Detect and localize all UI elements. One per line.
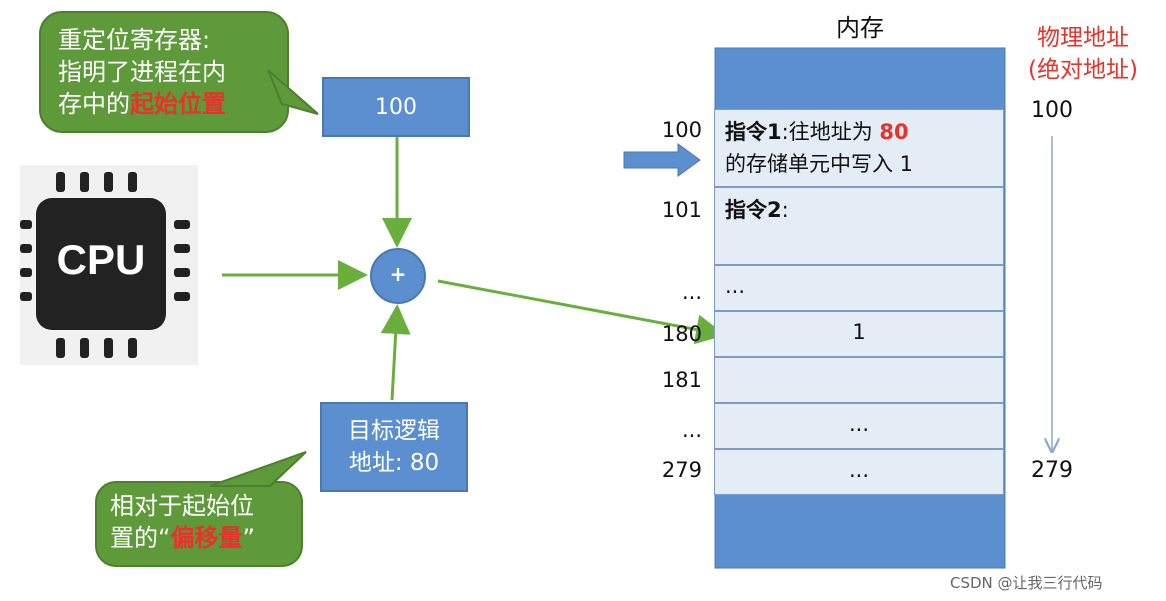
address-label-ellipsis-1: ...	[681, 280, 702, 304]
register-callout-shape	[39, 11, 319, 133]
register-callout-line3-prefix: 存中的	[58, 90, 130, 118]
memory-row-180: 1	[714, 311, 1004, 357]
memory-row-181	[714, 357, 1004, 403]
memory-row-100-highlight: 80	[879, 120, 909, 144]
offset-callout-shape	[95, 451, 307, 567]
adder-symbol: +	[389, 262, 407, 286]
register-callout-line1: 重定位寄存器:	[58, 26, 211, 54]
memory-row-101-label: 指令2	[725, 198, 782, 222]
cpu-label: CPU	[56, 236, 146, 283]
address-label-180: 180	[661, 322, 702, 346]
adder-circle	[370, 248, 426, 304]
physical-start-label: 100	[1031, 98, 1073, 123]
memory-row-100-label: 指令1	[725, 120, 782, 144]
base-register-box: 100	[322, 77, 470, 137]
logical-to-adder-arrow	[380, 304, 411, 401]
logical-address-line1: 目标逻辑	[348, 418, 440, 444]
offset-callout-line1: 相对于起始位	[110, 492, 254, 520]
logical-address-box: 目标逻辑 地址: 80	[320, 402, 468, 492]
offset-callout-line2-suffix: ”	[242, 524, 255, 552]
register-callout-line3: 存中的起始位置	[58, 88, 226, 120]
physical-address-title-line1: 物理地址	[1037, 25, 1129, 51]
register-callout: 重定位寄存器: 指明了进程在内 存中的起始位置	[58, 24, 226, 120]
offset-callout-line2-prefix: 置的“	[110, 524, 171, 552]
memory-row-279: ...	[714, 449, 1004, 495]
memory-row-ellipsis-1: ...	[714, 265, 1004, 311]
address-label-ellipsis-2: ...	[681, 418, 702, 442]
offset-callout-line2: 置的“偏移量”	[110, 522, 255, 554]
memory-row-ellipsis-2: ...	[714, 403, 1004, 449]
address-label-181: 181	[661, 368, 702, 392]
address-label-100: 100	[661, 118, 702, 142]
memory-row-100-sep: :	[781, 120, 789, 144]
cpu-chip-icon	[20, 165, 198, 365]
register-callout-highlight: 起始位置	[130, 90, 226, 118]
address-label-101: 101	[661, 198, 702, 222]
memory-row-100: 指令1:往地址为 80 的存储单元中写入 1	[714, 109, 1004, 187]
offset-callout-highlight: 偏移量	[170, 524, 243, 552]
memory-row-100-line2: 的存储单元中写入 1	[725, 152, 914, 176]
physical-address-title: 物理地址 (绝对地址)	[1008, 22, 1158, 86]
physical-address-title-line2: (绝对地址)	[1028, 57, 1138, 83]
memory-title: 内存	[836, 14, 884, 42]
address-label-279: 279	[661, 458, 702, 482]
offset-callout: 相对于起始位 置的“偏移量”	[110, 490, 255, 554]
memory-row-100-line1: 指令1:往地址为 80	[725, 116, 993, 148]
pointer-arrow-icon	[623, 143, 701, 177]
physical-end-label: 279	[1031, 458, 1073, 483]
memory-row-100-text1: 往地址为	[788, 120, 880, 144]
logical-address-line2: 地址: 80	[348, 450, 440, 476]
register-callout-line2: 指明了进程在内	[58, 58, 226, 86]
adder-to-memory-arrow	[437, 279, 726, 345]
memory-row-101-sep: :	[781, 198, 789, 222]
memory-row-101: 指令2:	[714, 187, 1004, 265]
watermark: CSDN @让我三行代码	[950, 574, 1103, 592]
